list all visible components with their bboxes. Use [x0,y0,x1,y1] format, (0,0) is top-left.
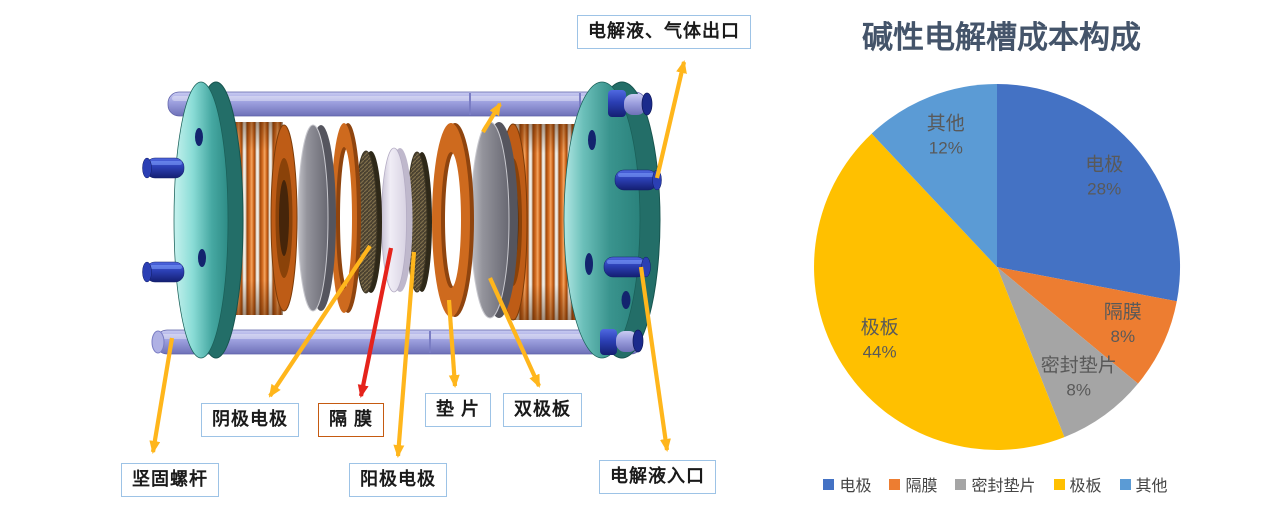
legend-label: 密封垫片 [971,478,1036,495]
callout-anode: 阳极电极 [349,463,447,497]
flange-bolt-hole [585,253,593,275]
left-flange-bolts [142,157,185,283]
callout-arrows [149,60,687,458]
legend-item-3: 极板 [1053,472,1102,496]
flange-bolt-hole [198,249,206,267]
legend-swatch-icon [889,478,901,490]
flange-bolt-hole [195,128,203,146]
callout-bipolar: 双极板 [503,393,582,427]
pie-slice-4 [871,84,997,267]
pie-slice-3 [814,133,1065,450]
pie-slice-value-0: 28% [1087,179,1121,198]
pie-slice-value-3: 44% [863,343,897,362]
electrolyzer-exploded-diagram [142,60,687,458]
callout-diaphragm: 隔 膜 [318,403,385,437]
arrow-to-fastening-rod-label [149,337,175,454]
pie-slice-0 [997,83,1181,302]
callout-fastening-rod: 坚固螺杆 [121,463,219,497]
legend-swatch-icon [1053,478,1065,490]
legend-item-4: 其他 [1119,472,1168,496]
anode-mesh-disc [406,151,432,293]
gasket-ring-right [432,123,474,317]
left-end-flange [173,81,244,359]
legend-swatch-icon [955,478,967,490]
pie-slice-1 [997,267,1177,384]
arrow-to-bipolar-label [488,277,541,388]
pie-slice-name-4: 其他 [927,113,965,135]
pie-slice-name-0: 电极 [1085,153,1123,175]
legend-label: 极板 [1069,478,1102,495]
bipolar-plate-disc-right [470,121,518,319]
arrow-to-gasket-label [446,299,460,388]
pie-slice-value-4: 12% [929,139,963,158]
legend-item-0: 电极 [823,472,871,496]
arrow-to-cathode-label [268,244,372,398]
legend-label: 隔膜 [905,478,938,495]
arrow-to-outlet-label [654,60,687,179]
chart-title: 碱性电解槽成本构成 [862,20,1141,55]
callout-outlet: 电解液、气体出口 [577,15,751,49]
pie-slice-name-1: 隔膜 [1104,301,1142,323]
pie-chart: 电极 28% 隔膜 8% 密封垫片 8% 极板 44% 其他 12% [814,83,1181,450]
pie-slice-name-3: 极板 [861,317,899,339]
pie-slice-2 [997,267,1138,438]
arrow-to-inlet-label [638,266,671,452]
legend-label: 其他 [1135,478,1168,495]
arrow-to-diaphragm-label [357,247,394,398]
callout-cathode: 阴极电极 [201,403,299,437]
arrow-to-top-rod [481,102,502,134]
tie-rod-top [167,91,647,117]
callout-inlet: 电解液入口 [599,460,716,494]
pie-slice-name-2: 密封垫片 [1041,355,1117,377]
legend-label: 电极 [839,478,872,495]
legend-swatch-icon [823,478,835,490]
legend-swatch-icon [1119,478,1131,490]
flange-bolt-hole [621,291,631,309]
bipolar-plate-disc-left [297,124,336,312]
pie-slice-value-2: 8% [1066,381,1091,400]
chart-legend: 电极 隔膜 密封垫片 极板 其他 [770,472,1269,496]
pie-slice-value-1: 8% [1111,327,1136,346]
legend-item-2: 密封垫片 [955,472,1036,496]
callout-gasket: 垫 片 [425,393,492,427]
legend-item-1: 隔膜 [889,472,937,496]
right-end-flange [563,81,661,359]
flange-bolt-hole [588,130,596,150]
arrow-to-anode-label [393,251,417,458]
